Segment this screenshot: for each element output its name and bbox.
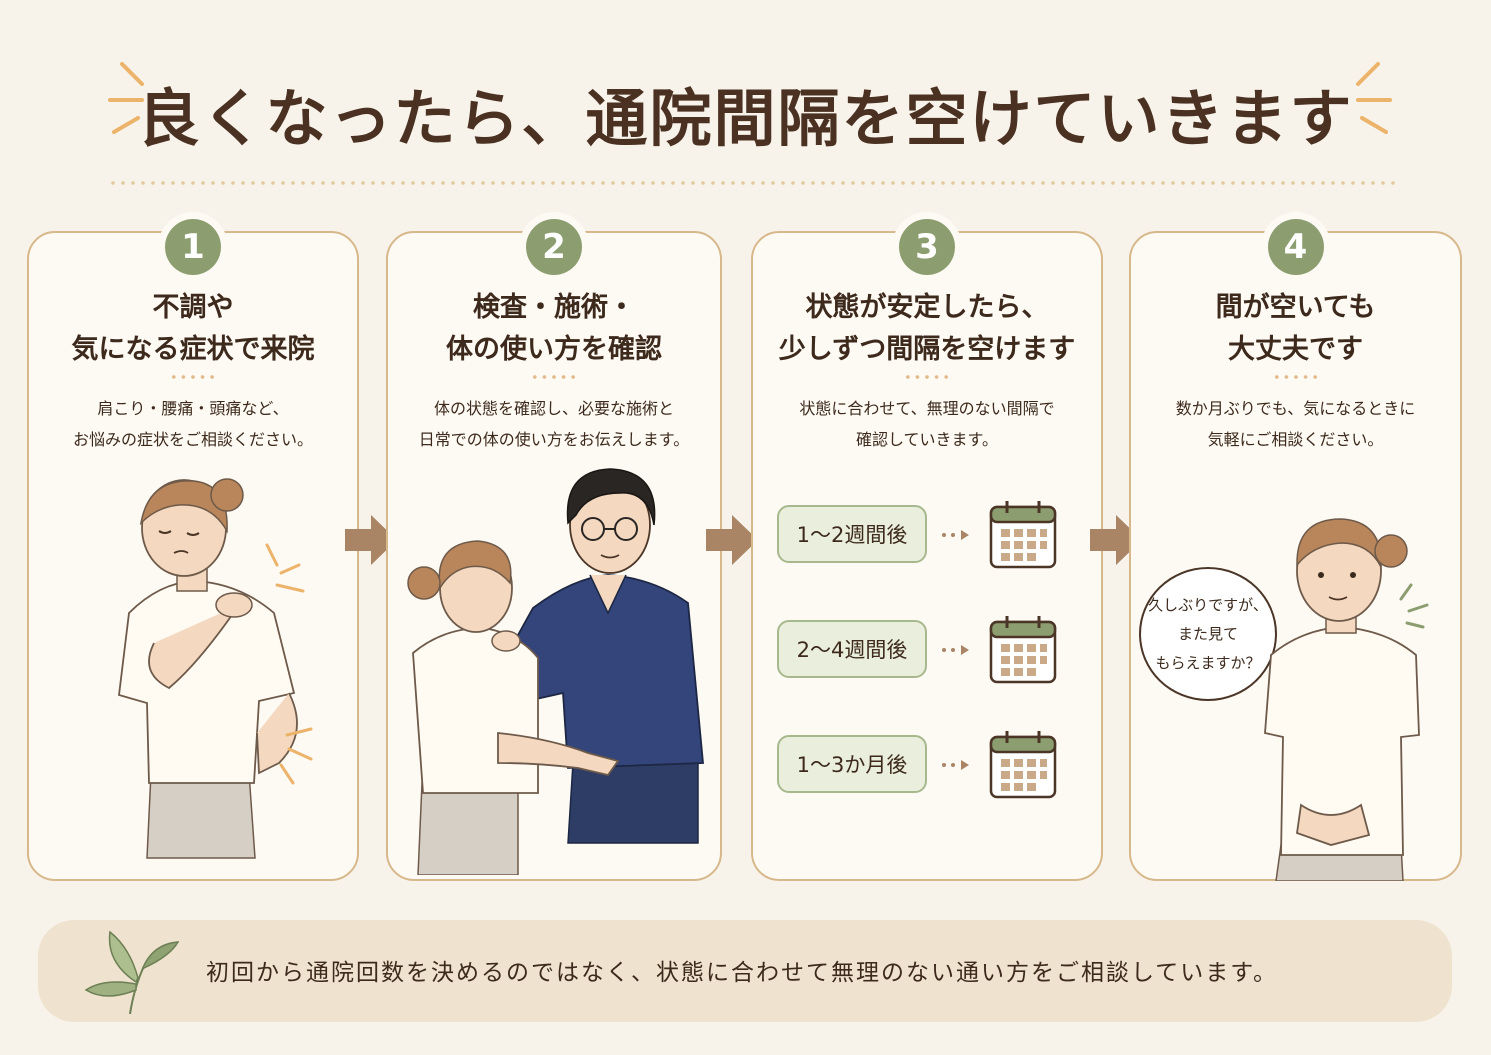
- step-divider: [903, 375, 951, 379]
- sparkle-left-icon: [108, 62, 144, 134]
- step-description: 体の状態を確認し、必要な施術と 日常での体の使い方をお伝えします。: [418, 399, 690, 449]
- step-badge: 1: [165, 219, 221, 275]
- step-title: 不調や 気になる症状で来院: [71, 292, 315, 365]
- practitioner-checking-patient-illustration: [407, 468, 704, 875]
- page-title: 良くなったら、通院間隔を空けていきます: [137, 82, 1354, 155]
- leaf-icon: [84, 930, 180, 1015]
- interval-label: 2～4週間後: [777, 620, 927, 678]
- footer-text: 初回から通院回数を決めるのではなく、状態に合わせて無理のない通い方をご相談してい…: [206, 960, 1279, 986]
- calendar-icon: [989, 501, 1057, 569]
- footer-note: 初回から通院回数を決めるのではなく、状態に合わせて無理のない通い方をご相談してい…: [38, 920, 1452, 1022]
- step-title: 状態が安定したら、 少しずつ間隔を空けます: [778, 292, 1076, 365]
- calendar-icon: [989, 731, 1057, 799]
- step-card-1: 1 不調や 気になる症状で来院 肩こり・腰痛・頭痛など、 お悩みの症状をご相談く…: [27, 219, 359, 881]
- step-divider: [169, 375, 217, 379]
- step-badge: 3: [899, 219, 955, 275]
- step-divider: [1271, 375, 1320, 379]
- step-description: 肩こり・腰痛・頭痛など、 お悩みの症状をご相談ください。: [72, 399, 313, 449]
- arrow-right-icon: [706, 515, 758, 565]
- returning-patient-illustration: [1264, 518, 1429, 881]
- patient-in-pain-illustration: [118, 478, 313, 859]
- interval-label: 1～2週間後: [777, 505, 927, 563]
- dotted-arrow-icon: [942, 645, 969, 655]
- dotted-arrow-icon: [942, 530, 969, 540]
- arrow-right-icon: [345, 515, 397, 565]
- sparkle-right-icon: [1356, 62, 1392, 134]
- calendar-icon: [989, 616, 1057, 684]
- step-title: 検査・施術・ 体の使い方を確認: [446, 292, 662, 365]
- dotted-arrow-icon: [942, 760, 969, 770]
- step-title: 間が空いても 大丈夫です: [1215, 292, 1376, 365]
- step-badge: 4: [1267, 219, 1324, 275]
- interval-label: 1～3か月後: [777, 735, 927, 793]
- step-description: 状態に合わせて、無理のない間隔で 確認していきます。: [799, 399, 1055, 449]
- step-card-3: 3 状態が安定したら、 少しずつ間隔を空けます 状態に合わせて、無理のない間隔で…: [751, 219, 1103, 881]
- title-divider: [108, 181, 1396, 185]
- speech-bubble: 久しぶりですが、 また見て もらえますか？: [1139, 567, 1277, 701]
- step-card-4: 4 間が空いても 大丈夫です 数か月ぶりでも、気になるときに 気軽にご相談くださ…: [1129, 219, 1462, 881]
- step-divider: [530, 375, 578, 379]
- step-badge: 2: [526, 219, 582, 275]
- step-description: 数か月ぶりでも、気になるときに 気軽にご相談ください。: [1175, 399, 1416, 449]
- step-card-2: 2 検査・施術・ 体の使い方を確認 体の状態を確認し、必要な施術と 日常での体の…: [386, 219, 722, 881]
